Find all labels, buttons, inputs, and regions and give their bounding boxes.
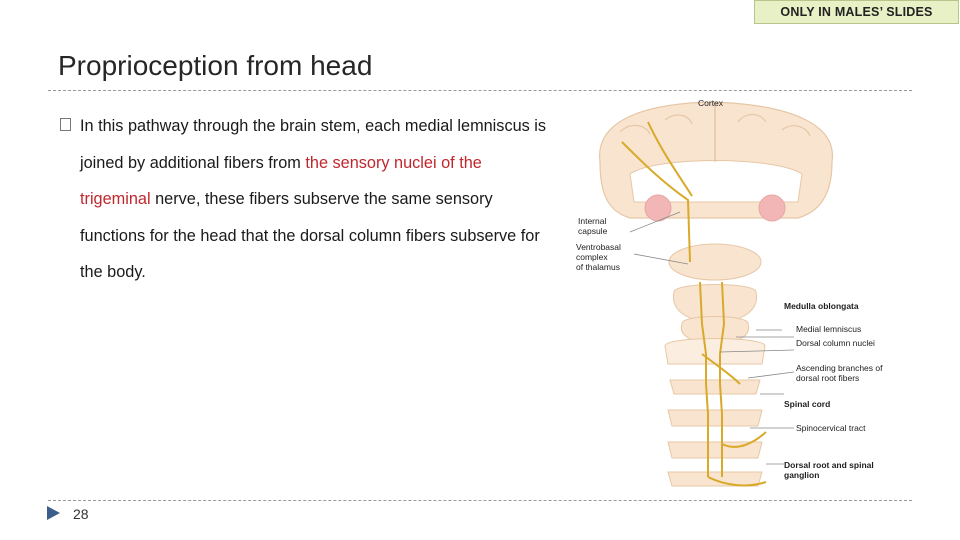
label-medial-lemniscus: Medial lemniscus [796, 324, 861, 334]
males-only-badge: ONLY IN MALES’ SLIDES [754, 0, 959, 24]
midbrain [673, 284, 757, 323]
label-spinal-cord: Spinal cord [784, 399, 830, 409]
nucleus-right [758, 194, 786, 222]
body-text-highlight: the sensory nuclei of the trigeminal [80, 153, 482, 209]
label-medulla: Medulla oblongata [784, 301, 859, 311]
label-ascending-2: dorsal root fibers [796, 373, 859, 383]
label-ventrobasal-3: of thalamus [576, 262, 620, 272]
label-dorsal-root-1: Dorsal root and spinal [784, 460, 874, 470]
lower-medulla [664, 338, 766, 365]
thalamus [668, 243, 762, 281]
label-internal-capsule-2: capsule [578, 226, 608, 236]
bullet-icon [60, 118, 71, 131]
body-text-part1: In this pathway through the brain stem, … [80, 117, 547, 172]
title-divider [48, 90, 912, 91]
pathway-fibers [621, 121, 767, 487]
label-ventrobasal-1: Ventrobasal [576, 242, 621, 252]
label-ascending-1: Ascending branches of [796, 363, 883, 373]
label-ventrobasal-2: complex [576, 252, 608, 262]
label-internal-capsule-1: Internal [578, 216, 606, 226]
label-dorsal-root-2: ganglion [784, 470, 819, 480]
label-spinocervical: Spinocervical tract [796, 423, 866, 433]
gyri [619, 113, 811, 137]
spinal-cord-segments [667, 379, 763, 487]
proprioception-pathway-diagram: Cortex Internal capsule Ventrobasal comp… [576, 98, 883, 487]
body-paragraph: In this pathway through the brain stem, … [80, 108, 550, 291]
body-text-part2: nerve, these fibers subserve the same se… [80, 190, 540, 281]
footer-divider [48, 500, 912, 501]
label-dorsal-column-nuclei: Dorsal column nuclei [796, 338, 875, 348]
page-number: 28 [73, 506, 89, 522]
label-leader-lines [629, 211, 795, 465]
footer-arrow-icon [47, 506, 60, 520]
label-cortex: Cortex [698, 98, 724, 108]
slide-title: Proprioception from head [58, 50, 373, 81]
